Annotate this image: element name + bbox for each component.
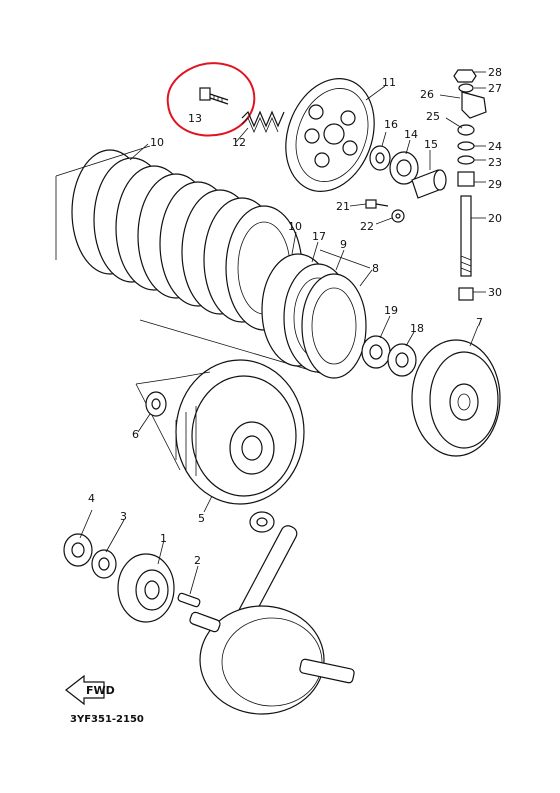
label-1: 1	[160, 532, 167, 545]
diagram-code: 3YF351-2150	[70, 714, 144, 725]
label-7: 7	[476, 316, 483, 329]
thrust-washer-6[interactable]	[145, 391, 167, 417]
part-number-labels: 13 12 10 11 16 14 15 28 27 26 25 24 23 2…	[88, 66, 502, 567]
label-30: 30	[488, 286, 502, 299]
friction-plate-stack-10[interactable]	[71, 149, 303, 331]
lever-26[interactable]	[461, 91, 487, 119]
label-19: 19	[384, 304, 398, 317]
screw-21[interactable]	[365, 199, 389, 209]
label-14: 14	[404, 128, 418, 141]
label-10b: 10	[288, 220, 302, 233]
washer-23[interactable]	[457, 155, 475, 165]
nut-28[interactable]	[453, 69, 477, 83]
label-24: 24	[488, 140, 502, 153]
friction-plate-8[interactable]	[301, 273, 367, 379]
nut-19[interactable]	[361, 335, 391, 369]
fwd-arrow-text: FWD	[86, 684, 115, 697]
leader-lines	[79, 71, 486, 595]
housing-guide-lines	[135, 371, 211, 471]
primary-drive-gear-1[interactable]	[117, 553, 175, 623]
nut-4[interactable]	[63, 533, 93, 567]
label-17: 17	[312, 230, 326, 243]
bushing-30[interactable]	[458, 287, 474, 301]
label-22: 22	[360, 220, 374, 233]
bearing-14[interactable]	[389, 151, 419, 185]
label-15: 15	[424, 138, 438, 151]
bolt-13[interactable]	[199, 87, 229, 105]
label-10a: 10	[150, 136, 164, 149]
forward-direction-arrow: FWD	[65, 674, 115, 706]
label-16: 16	[384, 118, 398, 131]
label-28: 28	[488, 66, 502, 79]
lock-washer-18[interactable]	[387, 343, 417, 377]
highlight-circle	[166, 62, 256, 137]
label-18: 18	[410, 322, 424, 335]
label-21: 21	[336, 200, 350, 213]
label-8: 8	[372, 262, 379, 275]
label-2: 2	[194, 554, 201, 567]
label-4: 4	[88, 492, 95, 505]
washer-16[interactable]	[369, 145, 391, 171]
label-13: 13	[188, 112, 202, 125]
label-11: 11	[382, 76, 396, 89]
oil-seal-25[interactable]	[457, 124, 475, 136]
shaft-assembly	[453, 69, 487, 301]
label-6: 6	[132, 428, 139, 441]
stack-guide-lines	[55, 145, 371, 377]
label-5: 5	[198, 512, 205, 525]
label-9: 9	[340, 238, 347, 251]
spring-12[interactable]	[241, 110, 285, 134]
label-12: 12	[232, 136, 246, 149]
label-20: 20	[488, 212, 502, 225]
label-25: 25	[426, 110, 440, 123]
washer-22[interactable]	[391, 209, 405, 223]
label-3: 3	[120, 510, 127, 523]
circlip-24[interactable]	[457, 141, 475, 151]
pressure-plate-11[interactable]	[271, 66, 390, 204]
label-29: 29	[488, 178, 502, 191]
lock-washer-3[interactable]	[91, 549, 117, 579]
label-27: 27	[488, 82, 502, 95]
label-26: 26	[420, 88, 434, 101]
bearing-29[interactable]	[457, 171, 475, 187]
clutch-housing-5[interactable]	[175, 359, 305, 505]
label-23: 23	[488, 156, 502, 169]
crankshaft	[189, 511, 355, 715]
straight-key-2[interactable]	[177, 592, 201, 608]
clutch-boss-7[interactable]	[411, 339, 501, 457]
push-lever-shaft-20[interactable]	[460, 195, 472, 277]
washer-27[interactable]	[458, 83, 474, 93]
push-piece-15[interactable]	[411, 169, 447, 199]
